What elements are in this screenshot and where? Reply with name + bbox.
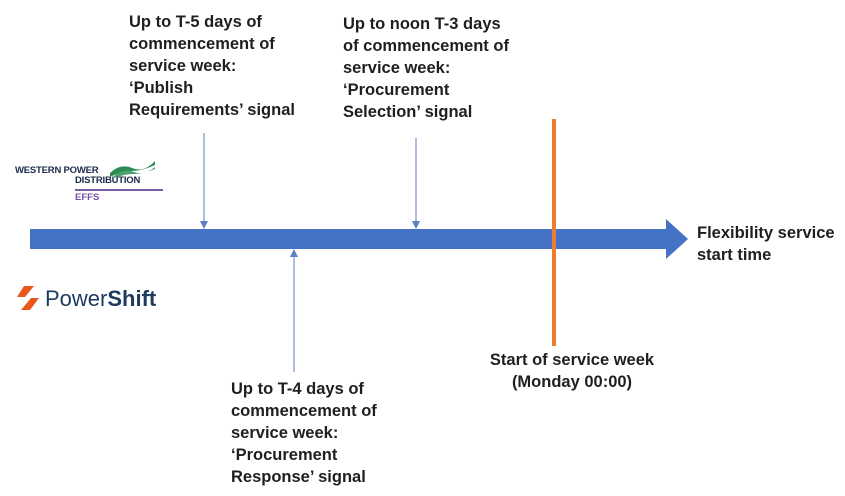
timeline-arrow-shaft: [30, 229, 668, 249]
flexibility-start-label: Flexibility service start time: [697, 224, 835, 264]
powershift-mark-icon: [17, 286, 39, 310]
t5-publish-requirements-label: Up to T-5 days of commencement of servic…: [129, 13, 295, 119]
t5-pointer-head: [200, 221, 208, 229]
service-week-marker: [552, 119, 556, 346]
powershift-wordmark: PowerShift: [45, 286, 156, 312]
wpd-divider: [75, 189, 163, 191]
wpd-name-line1: WESTERN POWER: [15, 165, 99, 176]
t4-procurement-response-label: Up to T-4 days of commencement of servic…: [231, 380, 377, 486]
wpd-name-line2: DISTRIBUTION: [75, 175, 141, 186]
t3-pointer-head: [412, 221, 420, 229]
t3-procurement-selection-label: Up to noon T-3 days of commencement of s…: [343, 15, 509, 121]
powershift-wordmark-light: Power: [45, 286, 108, 311]
service-week-start-label: Start of service week (Monday 00:00): [489, 351, 655, 391]
t4-pointer-head: [290, 249, 298, 257]
wpd-efs-label: EFFS: [75, 192, 100, 203]
wpd-wave-icon: [110, 161, 155, 178]
wpd-logo: WESTERN POWER DISTRIBUTION EFFS: [15, 161, 163, 210]
powershift-logo: PowerShift: [15, 282, 185, 322]
powershift-wordmark-bold: Shift: [107, 286, 157, 311]
timeline-arrow-head: [666, 219, 688, 259]
